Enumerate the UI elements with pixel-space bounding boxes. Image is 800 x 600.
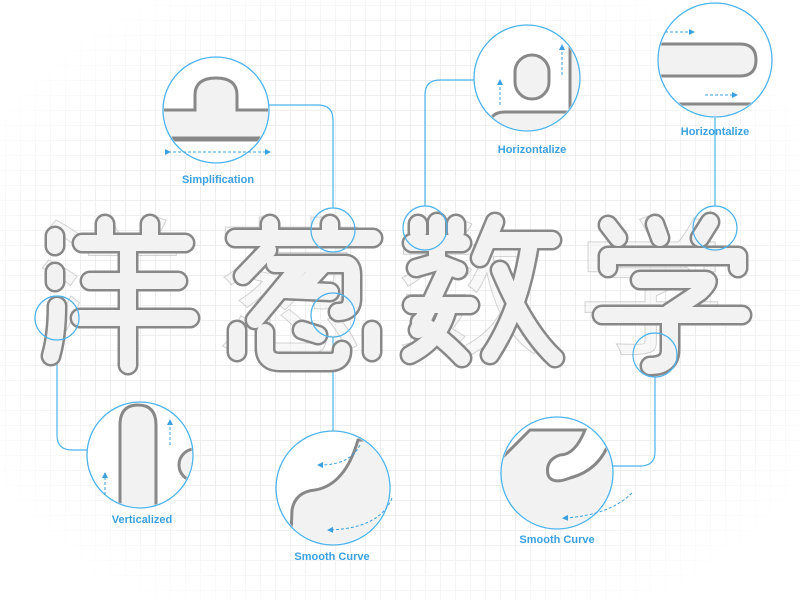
callout-label: Simplification <box>181 174 255 186</box>
callout-horizontalize-1 <box>473 24 581 132</box>
glyph-stroke <box>632 272 716 320</box>
callout-smooth-curve-1 <box>275 430 393 546</box>
glyph-stroke <box>294 322 326 343</box>
callout-label: Horizontalize <box>497 144 567 156</box>
glyph-stroke <box>412 314 470 366</box>
callout-label: Horizontalize <box>680 126 750 138</box>
callout-label: Smooth Curve <box>294 551 370 563</box>
glyph-stroke <box>235 242 276 284</box>
glyph-stroke <box>647 216 668 246</box>
glyph-stroke <box>257 324 350 370</box>
glyph-stroke <box>600 217 626 246</box>
callout-horizontalize-2 <box>657 2 773 118</box>
callout-label: Verticalized <box>111 514 173 526</box>
glyph-stroke <box>642 304 678 374</box>
glyph-stroke <box>492 262 563 366</box>
glyph-stroke <box>267 256 360 320</box>
callout-smooth-curve-2 <box>500 416 633 530</box>
callout-verticalized <box>86 401 194 509</box>
glyph-stroke <box>247 258 308 328</box>
detail-markers <box>34 205 738 378</box>
glyph-stroke <box>600 248 746 276</box>
glyph-stroke <box>277 282 338 300</box>
callout-simplification <box>162 56 271 164</box>
callout-label: Smooth Curve <box>519 534 595 546</box>
title-lettering <box>40 211 753 377</box>
glyph-stroke <box>43 298 65 364</box>
glyph-stroke <box>692 214 718 246</box>
